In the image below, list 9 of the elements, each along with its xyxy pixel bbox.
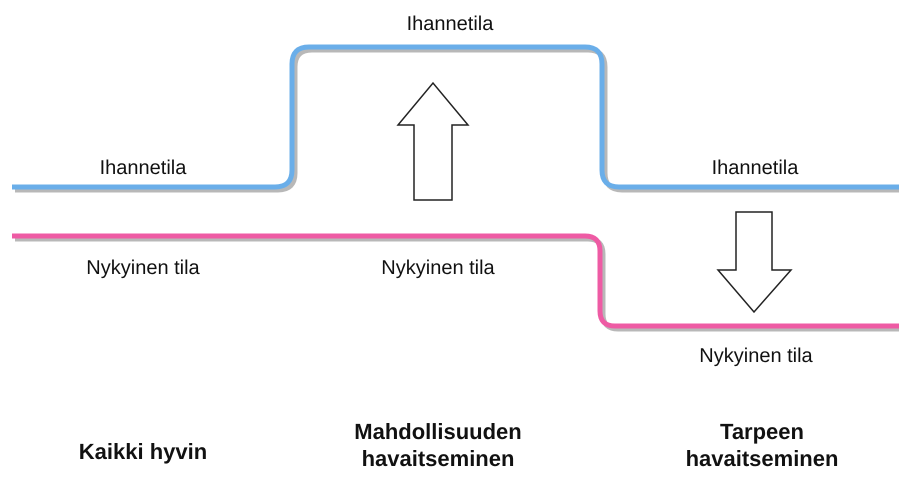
state-label: Ihannetila: [100, 156, 186, 180]
phase-title: Tarpeen havaitseminen: [684, 418, 840, 472]
phase-title: Kaikki hyvin: [78, 438, 208, 465]
state-label: Nykyinen tila: [699, 344, 813, 368]
phase-title: Mahdollisuuden havaitseminen: [353, 418, 523, 472]
state-label: Ihannetila: [712, 156, 798, 180]
state-label: Nykyinen tila: [86, 256, 200, 280]
state-label: Nykyinen tila: [381, 256, 495, 280]
state-label: Ihannetila: [406, 12, 494, 36]
